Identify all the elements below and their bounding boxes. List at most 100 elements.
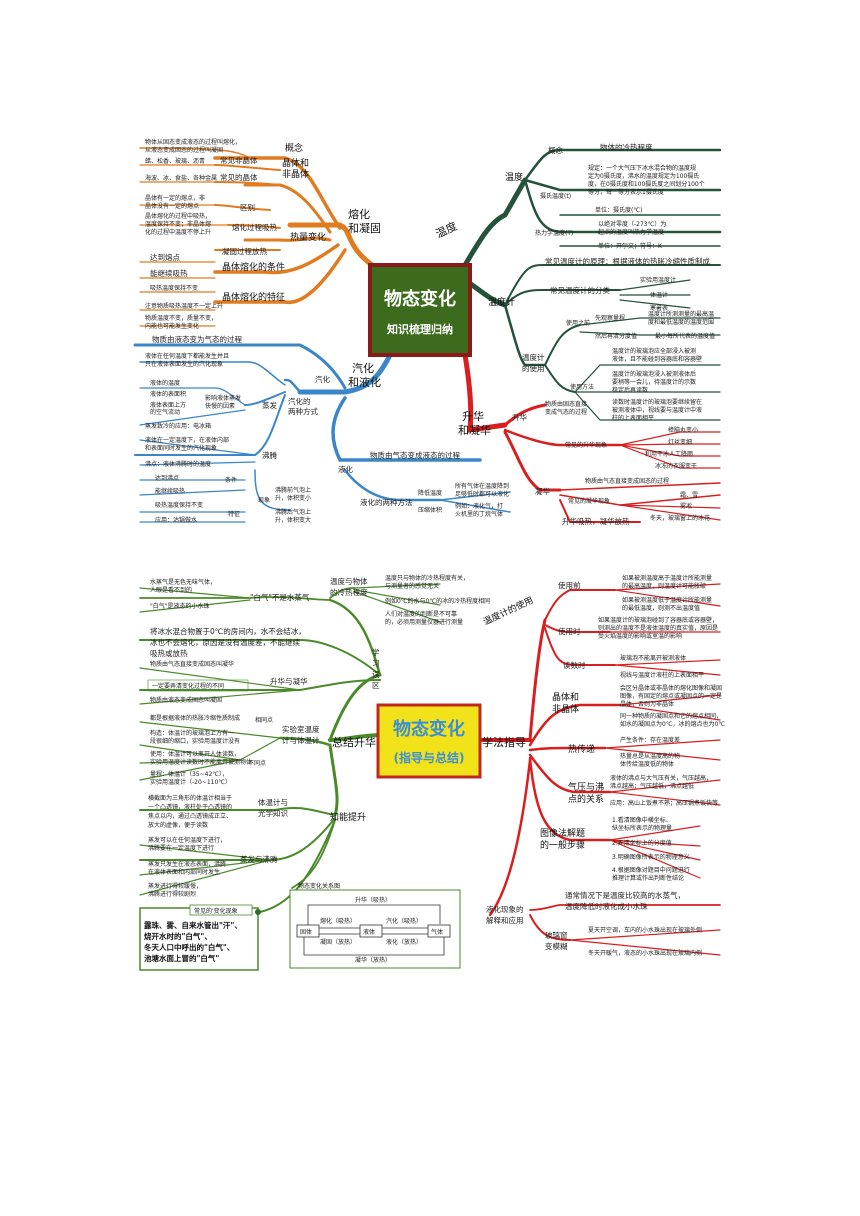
map1-title-box: 物态变化 知识梳理归纳 (368, 263, 472, 357)
label-labtemp-2: 计与体温计 (282, 735, 320, 745)
label-airgas: "白气"不是水蒸气 (250, 592, 310, 602)
label-cold-1: 温度与物体 (330, 576, 368, 586)
state-relation-diagram: 物态变化关系图 升华（吸热） 凝华（放热） 固体 液体 气体 熔化（吸热） 凝固… (289, 882, 461, 969)
text-boil-def-1: 液体在一定温度下，在液体内部 (145, 436, 229, 444)
label-thermo: 热力学温度(T) (535, 229, 573, 237)
text-during-1: 如果温度计的玻璃泡碰到了容器底或容器壁， (598, 616, 718, 624)
text-before1-1: 如果被测温度高于温度计所能测量 (622, 574, 712, 582)
text-same1: 都是根据液体的热胀冷缩性质制成 (150, 714, 240, 722)
rel-bottom-arrow (303, 936, 445, 956)
label-before: 使用前 (558, 580, 581, 590)
common-title: 常见的'变化现象 (194, 907, 238, 915)
text-ice-3: 吸热或放热 (150, 648, 188, 658)
text-before1-2: 的最高温度，则温度计可能胀破 (622, 582, 706, 590)
branch-label-vap-2: 和液化 (348, 375, 381, 389)
label-condition: 晶体熔化的条件 (222, 261, 285, 273)
text-dep-def: 物质由气态直接变成固态的过程 (585, 477, 669, 485)
label-two-ways-2: 两种方式 (288, 406, 318, 416)
text-thermo-2: 起点的温度叫热力学温度 (598, 228, 664, 236)
text-phen2-1: 沸腾后气泡上 (275, 508, 311, 516)
label-labtemp-1: 实验室温度 (282, 724, 320, 734)
label-dep-common: 常见的凝华现象 (568, 497, 610, 505)
text-cold2: 例如0℃的水与0℃的冰的冷热程度相同 (385, 597, 490, 605)
text-concept-1: 物体从固态变成液态的过程叫熔化， (145, 138, 241, 146)
text-thermo-1: 以绝对零度（-273℃）为 (598, 220, 666, 228)
text-liq1-1: 通常情况下是温度比较高的水蒸气， (565, 890, 685, 900)
branch-label-sub-1: 升华 (462, 409, 484, 423)
text-method2-2: 要稍等一会儿，待温度计的示数 (612, 378, 696, 386)
text-liq-press-1: 例如：液化气，打 (455, 502, 503, 510)
map2-title-box: 物态变化 (指导与总结) (376, 703, 482, 779)
text-dep1: 霜、雪 (680, 492, 698, 499)
label-mistakes-4: 区 (372, 681, 380, 690)
text-crystal1-3: 晶体，否则为非晶体 (620, 700, 674, 708)
label-dep: 凝华 (535, 486, 550, 496)
labels-sublimation: 升华 和凝华 升华 物质由固态直接 变成气态的过程 常见的升华现象 樟脑丸变小 … (458, 400, 710, 526)
text-evap-factor-3: 液体表面上方 (150, 401, 186, 409)
text-cold1-2: 与测量者的感觉无关 (385, 582, 439, 590)
text-sub1: 樟脑丸变小 (668, 426, 698, 434)
map2: 物态变化 (指导与总结) 总结升华 学法指导 学 习 误 区 知能提升 水蒸气是… (139, 574, 725, 971)
text-ht1: 产生条件：存在温度差 (620, 736, 680, 744)
text-crystal2-2: 如水的凝固点为0℃，冰的熔点也为0℃ (620, 720, 725, 728)
common-text-2: 烧开水时的"白气"、 (144, 931, 212, 941)
text-feat3-1: 物质温度不变，质量不变， (145, 314, 217, 322)
map1-title: 物态变化 (384, 288, 456, 310)
text-cold1-1: 温度只与物体的冷热程度有关， (385, 574, 469, 582)
label-crystal-2: 非晶体 (552, 703, 579, 715)
text-eb1-1: 蒸发可以在任何温度下进行， (148, 836, 226, 844)
text-celsius-1: 规定：一个大气压下冰水混合物的温度规 (588, 164, 696, 172)
rel-melt: 熔化（吸热） (320, 917, 356, 925)
text-evap-factor-label-1: 影响液体蒸发 (205, 394, 241, 402)
text-read2: 视线与温度计液柱的上表面相平 (620, 671, 704, 679)
rel-top: 升华（吸热） (355, 896, 391, 904)
label-crystal-1: 晶体和 (282, 157, 309, 169)
text-subdep1: 物质由气态直接变成固态叫凝华 (150, 660, 234, 668)
text-cold3-1: 人们对温度的判断是不可靠 (385, 610, 457, 618)
text-eb2-1: 蒸发只发生在液态表面，沸腾 (148, 860, 226, 868)
label-liq-cool: 降低温度 (418, 489, 442, 497)
common-text-1: 露珠、雾、自来水管出"汗"、 (144, 920, 242, 930)
text-boil-cond1: 达到沸点 (155, 474, 179, 482)
text-during-2: 则测出的温度不是液体温度的真实值，原因是 (598, 624, 718, 632)
label-pressure-1: 气压与沸 (568, 781, 604, 793)
label-diff: 区别 (240, 203, 255, 212)
subdep2-box (147, 679, 249, 692)
branch-label-vap-1: 汽化 (352, 361, 374, 375)
text-subdep3: 物质由液态变成固态叫凝固 (150, 696, 222, 704)
rel-gas-box (427, 924, 451, 938)
text-evap-factor-1: 液体的温度 (150, 379, 180, 387)
text-p1-1: 液体的沸点与大气压有关，气压越高， (610, 774, 712, 782)
map1-subtitle: 知识梳理归纳 (386, 322, 453, 336)
text-optics-2: 一个凸透镜，液柱处于凸透镜的 (148, 803, 232, 811)
text-boil-feat1: 吸热温度保持不变 (155, 501, 203, 509)
text-subdep2: 一定要弄清变化过程的不同 (152, 682, 224, 690)
map2-subtitle: (指导与总结) (394, 750, 465, 765)
text-airgas1-2: 人眼是看不到的 (150, 586, 192, 594)
label-evap: 蒸发 (262, 400, 277, 410)
map2-branches-left (139, 583, 441, 913)
text-win1: 夏天开空调，车内的小水珠出现在玻璃外侧 (588, 926, 702, 934)
label-crystal-common: 常见的晶体 (220, 172, 258, 182)
text-eb3-2: 沸腾进行得较剧烈 (148, 890, 196, 898)
text-phen1-1: 沸腾前气泡上 (275, 486, 311, 494)
text-sub-def-1: 物质由固态直接 (545, 400, 587, 408)
text-method1-2: 液体，且不能碰到容器底和容器壁 (612, 355, 702, 363)
label-concept: 概念 (285, 142, 303, 154)
label-mistakes-3: 误 (372, 670, 380, 679)
rel-gas: 气体 (431, 928, 443, 936)
label-heattrans: 热传递 (568, 743, 595, 755)
label-boil: 沸腾 (262, 450, 277, 460)
text-evap-def-1: 液体在任何温度下都能发生并且 (145, 352, 229, 360)
text-before1-1: 温度计所测测量的最高温 (648, 310, 714, 318)
text-method2-1: 温度计的玻璃泡浸入被测液体后 (612, 370, 696, 378)
text-phen2-2: 升，体积变大 (275, 516, 311, 524)
label-liqexp-2: 解释和应用 (486, 915, 524, 925)
text-concept-2: 从液态变成固态的过程叫凝固 (145, 146, 223, 154)
text-method3-3: 柱的上表面相平 (612, 414, 654, 422)
rel-liquid-box (359, 924, 383, 938)
text-optics-4: 放大的虚像，便于读数 (148, 821, 208, 829)
text-liq-press-2: 火机里的丁烷气体 (455, 510, 503, 518)
text-airgas1-1: 水蒸气是无色无味气体， (150, 578, 216, 586)
text-phen1-2: 升，体积变小 (275, 494, 311, 502)
